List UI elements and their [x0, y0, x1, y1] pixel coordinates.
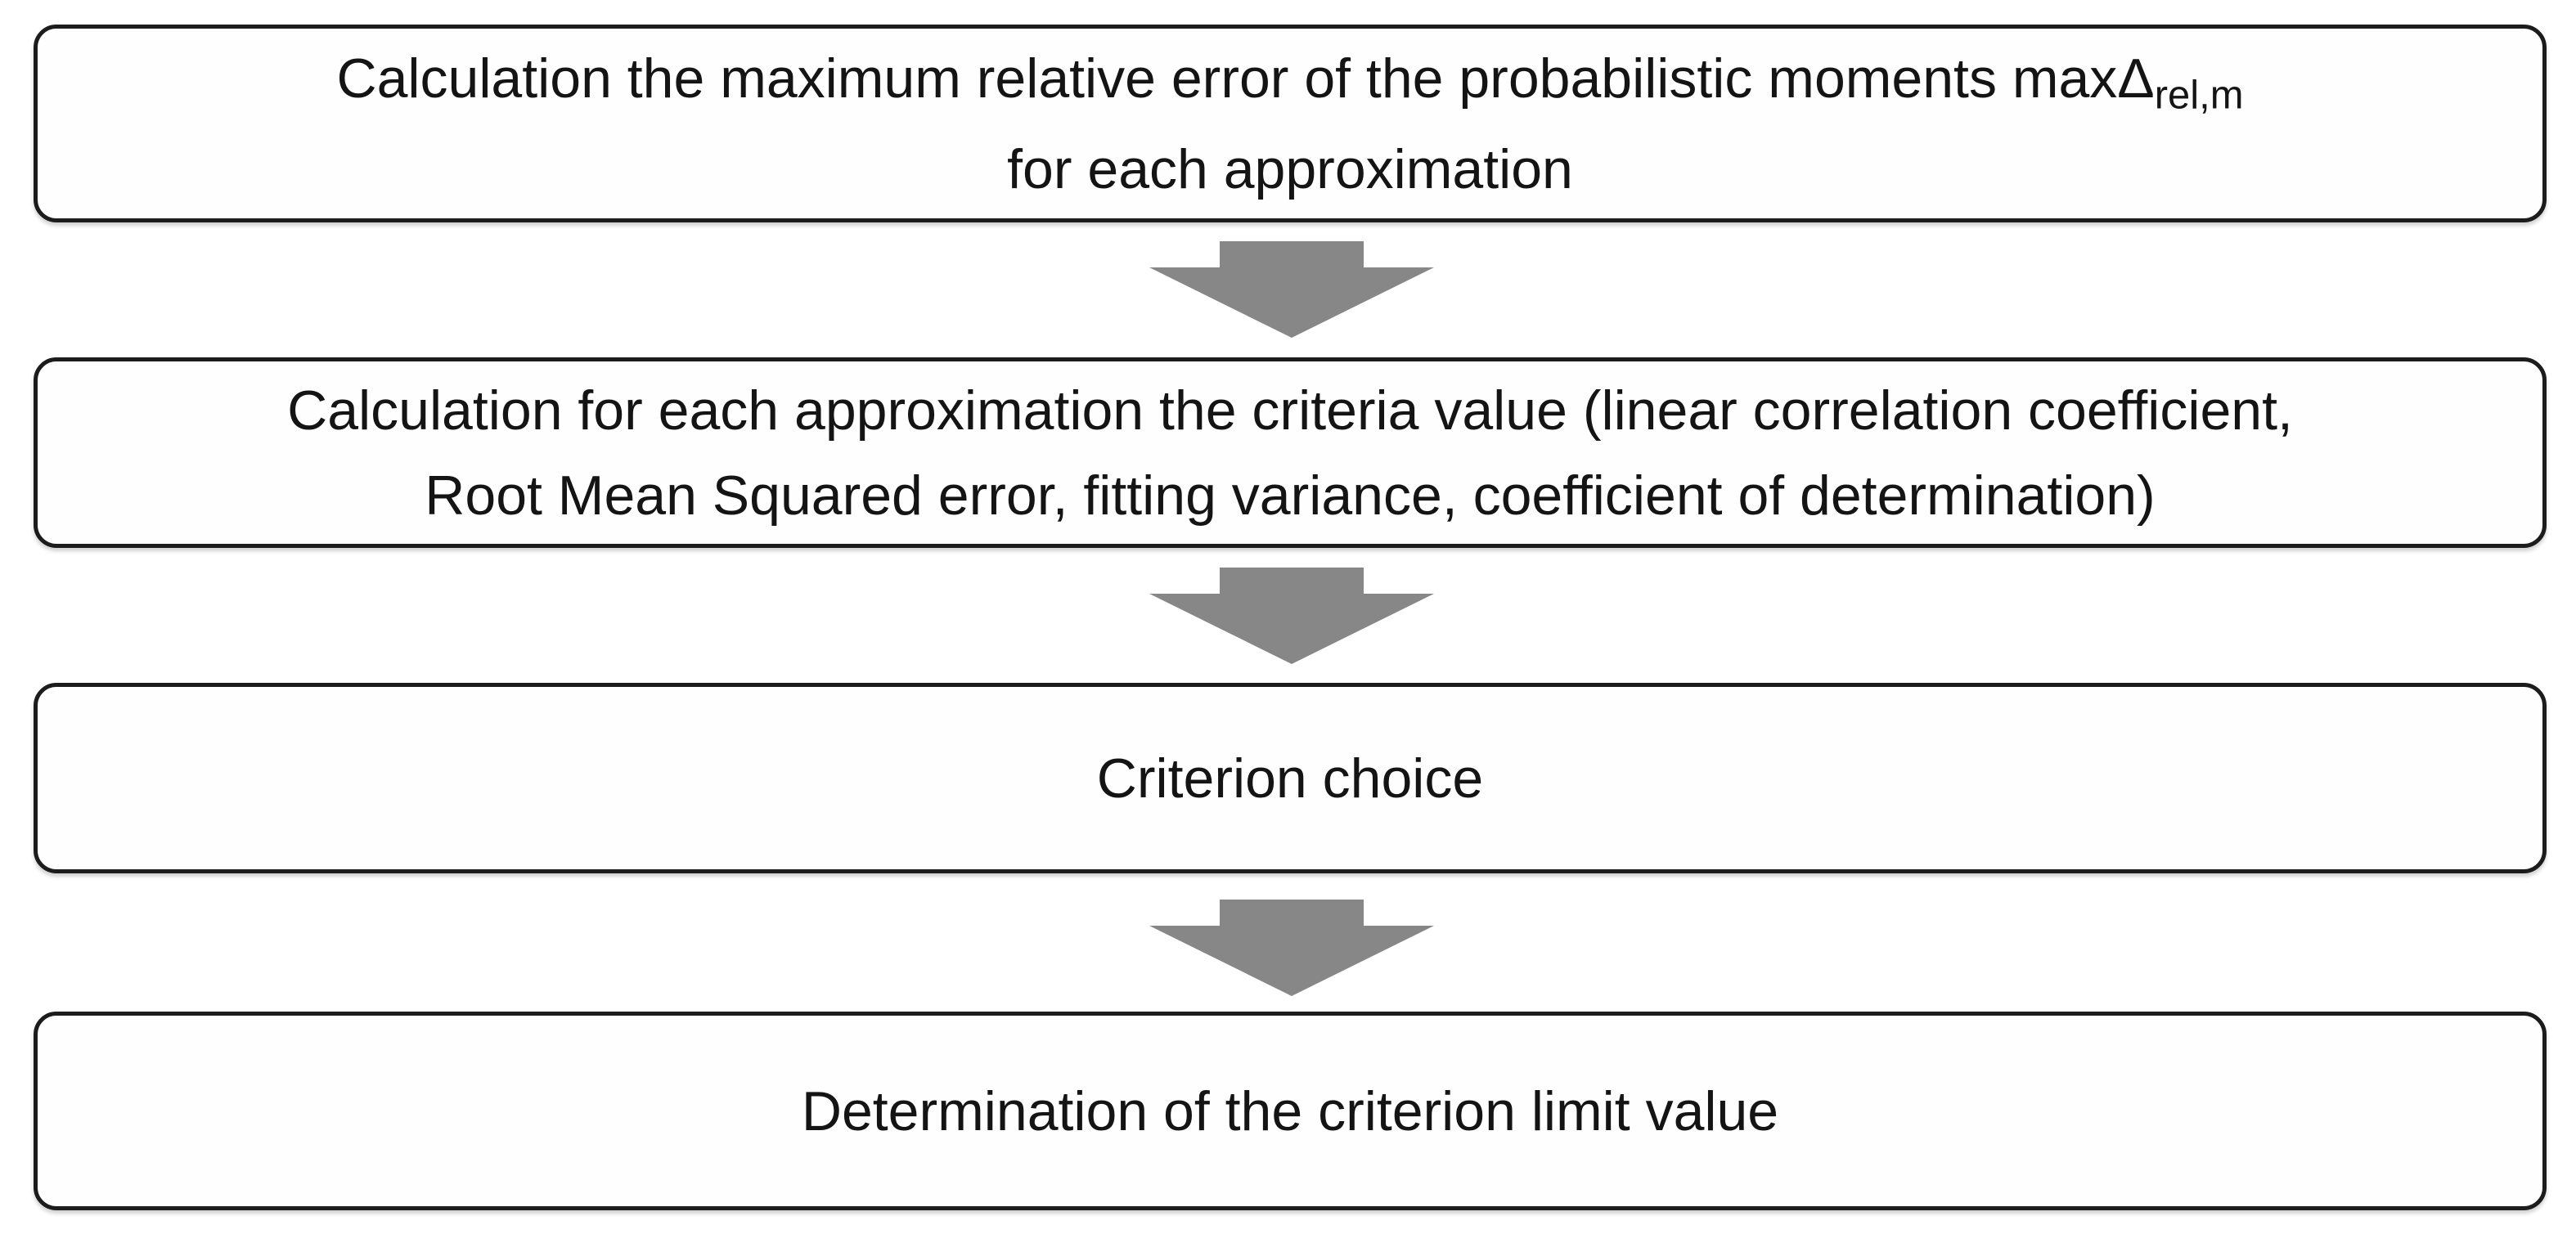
flow-step-4-text: Determination of the criterion limit val…: [777, 1069, 1803, 1154]
step-2-line-1: Calculation for each approximation the c…: [287, 379, 2293, 442]
step-4-line-1: Determination of the criterion limit val…: [801, 1079, 1779, 1142]
step-1-line-1-main: Calculation the maximum relative error o…: [336, 47, 2155, 110]
step-1-line-2: for each approximation: [1007, 137, 1573, 200]
flow-step-3-box: Criterion choice: [34, 683, 2547, 873]
down-arrow-shape: [1149, 241, 1434, 338]
step-1-subscript: rel,m: [2154, 73, 2244, 118]
down-arrow-icon: [1149, 241, 1434, 338]
flow-step-1-text: Calculation the maximum relative error o…: [312, 36, 2268, 212]
down-arrow-icon: [1149, 900, 1434, 996]
down-arrow-icon: [1149, 568, 1434, 664]
flow-step-1-box: Calculation the maximum relative error o…: [34, 25, 2547, 222]
step-2-line-2: Root Mean Squared error, fitting varianc…: [425, 464, 2156, 527]
down-arrow-shape: [1149, 568, 1434, 664]
step-3-line-1: Criterion choice: [1096, 747, 1484, 810]
flow-step-3-text: Criterion choice: [1072, 736, 1508, 821]
flow-step-4-box: Determination of the criterion limit val…: [34, 1012, 2547, 1210]
flow-step-2-text: Calculation for each approximation the c…: [263, 368, 2318, 538]
flow-step-2-box: Calculation for each approximation the c…: [34, 357, 2547, 548]
down-arrow-shape: [1149, 900, 1434, 996]
step-1-line-1: Calculation the maximum relative error o…: [336, 36, 2243, 127]
